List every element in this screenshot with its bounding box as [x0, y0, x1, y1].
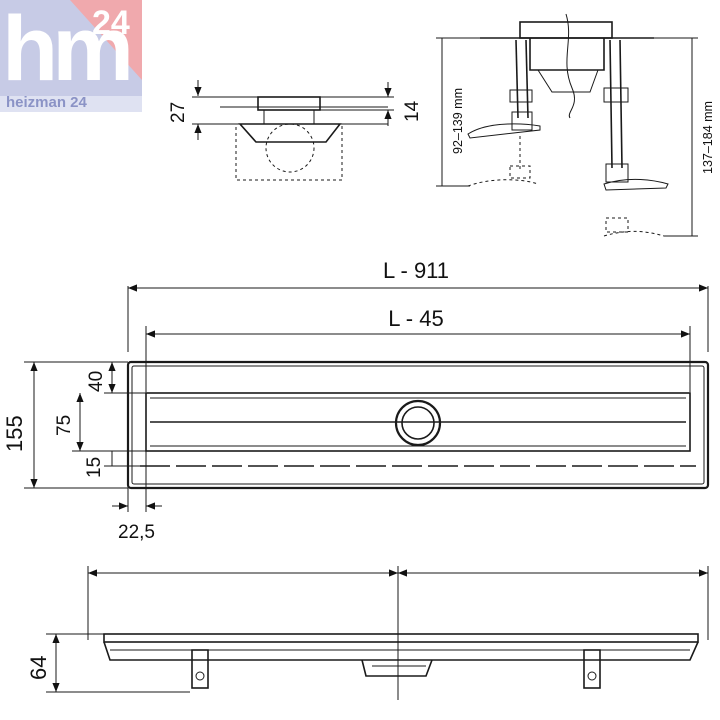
dim-64-label: 64	[26, 656, 51, 680]
drain-frame-inner	[131, 365, 705, 485]
elev-outlet	[361, 659, 433, 677]
detail-foot-right	[603, 178, 669, 191]
detail-foot-left-hidden	[467, 179, 539, 187]
detail-outlet	[537, 69, 599, 93]
detail-pipe	[565, 13, 575, 119]
channel-profile	[238, 123, 342, 143]
dim-22-label: 22,5	[118, 522, 155, 543]
elev-channel	[103, 641, 699, 661]
logo-number: 24	[92, 4, 130, 42]
elev-foot-right	[583, 649, 601, 689]
dim-overall-label: L - 911	[383, 258, 449, 283]
drain-grate	[145, 392, 691, 452]
section-view: 27 14	[168, 80, 423, 181]
trap-box-outline	[235, 123, 343, 181]
elev-foot-left	[191, 649, 209, 689]
logo-brand-text: heizman 24	[6, 94, 88, 111]
detail-leg-left-2	[525, 39, 529, 119]
grate-profile	[257, 96, 321, 111]
elev-foot-left-hole	[195, 671, 205, 681]
detail-leg-left	[515, 39, 519, 119]
dim-15-label: 15	[84, 457, 105, 478]
brand-logo: hm 24 heizman 24	[0, 0, 142, 112]
plan-view: L - 911 L - 45 155 40 75	[2, 258, 710, 543]
detail-foot-right-hidden	[603, 230, 665, 237]
detail-foot-nut-left	[511, 111, 533, 131]
dim-grate-label: L - 45	[388, 306, 443, 331]
dim-75-label: 75	[54, 415, 75, 436]
dim-40-label: 40	[86, 371, 107, 392]
detail-foot-nut-left-hidden	[509, 165, 531, 179]
drain-frame	[126, 360, 710, 490]
detail-grate	[519, 21, 613, 39]
elev-foot-right-hole	[587, 671, 597, 681]
dim-14-label: 14	[402, 100, 423, 122]
side-detail-view: 92–139 mm 137–184 mm	[436, 13, 715, 237]
detail-foot-nut-right-hidden	[605, 217, 629, 233]
elevation-view: 64	[26, 566, 709, 700]
detail-leg-right	[609, 39, 613, 169]
detail-clamp-right	[603, 87, 629, 103]
detail-leg-right-2	[619, 39, 623, 169]
logo-mark: hm	[2, 0, 129, 100]
detail-clamp-left	[509, 89, 533, 103]
drain-outlet-outer	[394, 399, 442, 447]
detail-dim-right-label: 137–184 mm	[701, 101, 715, 174]
detail-foot-left	[467, 123, 541, 139]
dim-27-label: 27	[168, 102, 189, 123]
detail-foot-nut-right	[605, 163, 629, 183]
drain-outlet-inner	[401, 406, 435, 440]
logo-accent-shape	[70, 0, 142, 80]
trap-outline	[265, 123, 315, 173]
grate-insert	[263, 109, 315, 125]
elev-grate	[103, 633, 699, 643]
dim-155-label: 155	[2, 415, 27, 452]
detail-dim-left-label: 92–139 mm	[451, 88, 465, 154]
